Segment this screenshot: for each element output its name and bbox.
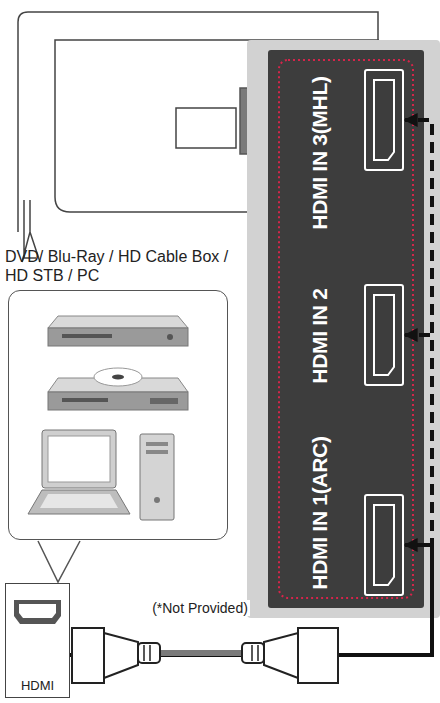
optional-connection xyxy=(70,120,432,655)
port-label: HDMI IN 1(ARC) xyxy=(308,436,332,589)
bluray-player-icon xyxy=(48,368,188,410)
optional-connection xyxy=(70,335,432,655)
port-label-column: HDMI IN 2 xyxy=(285,256,355,416)
pc-icon xyxy=(28,430,174,520)
jack-label: HDMI xyxy=(21,678,54,693)
port-panel xyxy=(247,40,440,618)
port-label-column: HDMI IN 3(MHL) xyxy=(285,58,355,248)
port-label: HDMI IN 2 xyxy=(308,288,332,383)
hdmi-input: HDMI IN 2 xyxy=(285,256,405,416)
port-label-column: HDMI IN 1(ARC) xyxy=(285,424,355,602)
device-heading: DVD/ Blu-Ray / HD Cable Box / HD STB / P… xyxy=(5,247,231,285)
port-label: HDMI IN 3(MHL) xyxy=(308,76,332,229)
note-label: (*Not Provided) xyxy=(150,600,250,616)
hdmi-input: HDMI IN 1(ARC) xyxy=(285,424,405,602)
dvd-player-icon xyxy=(48,316,188,346)
source-device-box: DVD/ Blu-Ray / HD Cable Box / HD STB / P… xyxy=(8,290,228,540)
hdmi-jack-icon xyxy=(14,600,61,624)
hdmi-cable xyxy=(72,628,338,683)
hdmi-input: HDMI IN 3(MHL) xyxy=(285,58,405,248)
hdmi-jack-box: HDMI xyxy=(5,583,70,698)
callout-pointer xyxy=(38,541,80,582)
hdmi-port xyxy=(365,70,403,595)
